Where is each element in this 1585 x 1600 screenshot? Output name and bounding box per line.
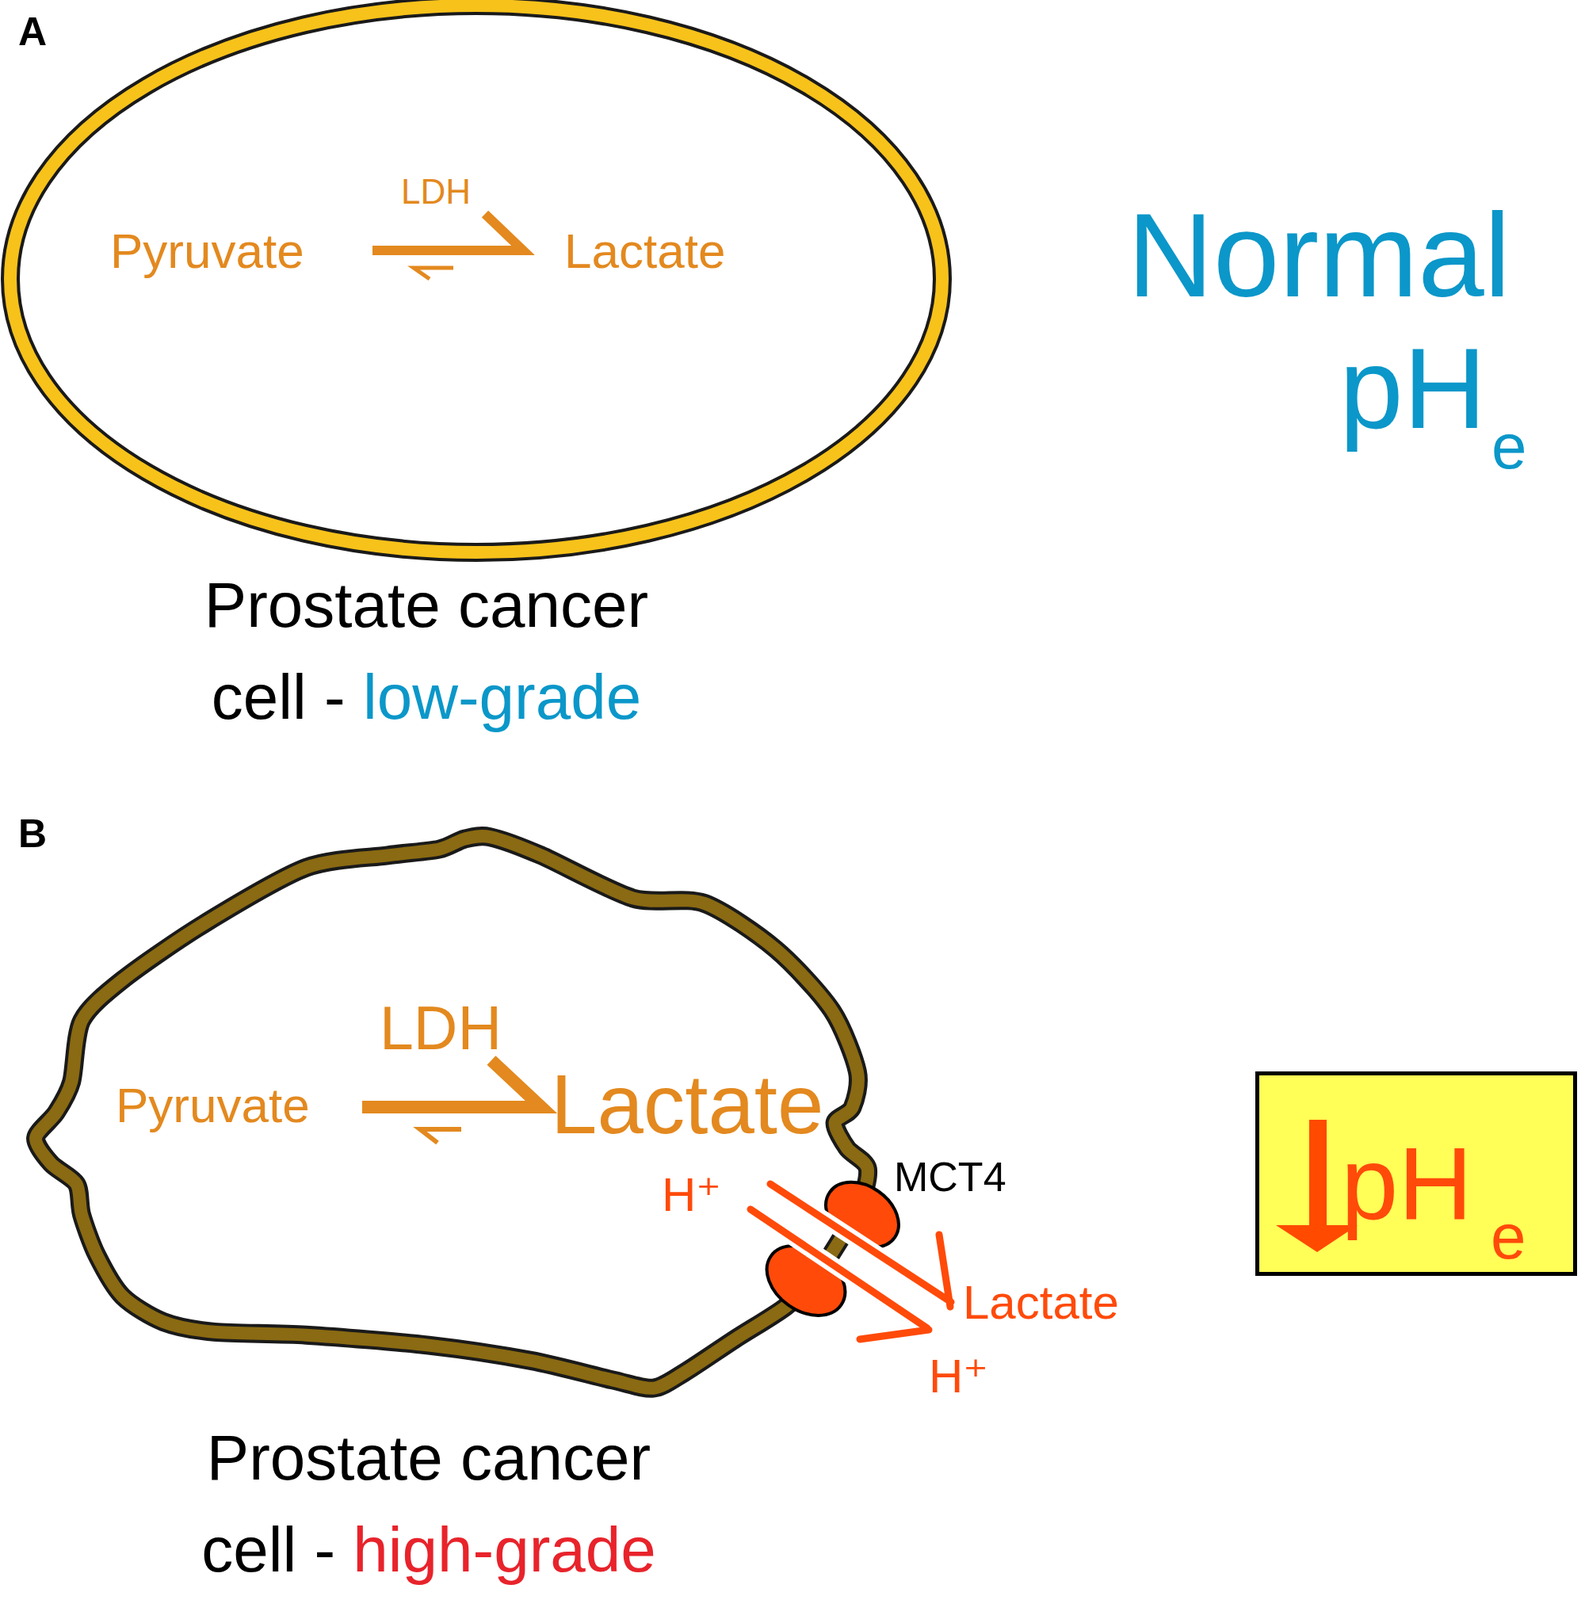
ph-status: Normal [1127, 195, 1511, 315]
ph-symbol: pH [1340, 1131, 1473, 1235]
metabolite-name: Lactate [962, 1279, 1120, 1327]
enzyme-name: LDH [401, 174, 471, 210]
down-arrow-shaft [1309, 1119, 1327, 1227]
ph-symbol: pH [1339, 331, 1486, 447]
panel-letter: B [18, 813, 47, 854]
transporter-name: MCT4 [893, 1156, 1007, 1198]
membrane-edge [35, 836, 868, 1389]
down-arrow-head [1275, 1225, 1358, 1253]
membrane-edge [10, 5, 943, 553]
transporter-protein: MCT4 [756, 1176, 908, 1320]
forward-arrow [362, 1060, 542, 1108]
metabolite-name: Pyruvate [115, 1080, 310, 1131]
metabolite-name: Pyruvate [110, 226, 305, 276]
ph-subscript: e [1490, 1205, 1527, 1269]
grade-label: high-grade [352, 1514, 657, 1585]
ph-box: pH e [1255, 1071, 1578, 1276]
membrane-band [10, 5, 943, 553]
outline-shape [0, 0, 953, 565]
membrane-band [35, 836, 868, 1389]
transport-arrow [750, 1209, 929, 1340]
grade-label: low-grade [362, 661, 642, 733]
outline-shape [756, 1176, 908, 1320]
metabolite-name: Lactate [564, 226, 726, 276]
transporter-subunit [753, 1231, 859, 1330]
caption-block: Prostate cancer cell -low-grade [180, 559, 673, 744]
ph-subscript: e [1491, 415, 1528, 479]
panel-letter: A [18, 11, 47, 52]
transport-arrow-outline [770, 1183, 951, 1307]
caption-block: Prostate cancer cell -high-grade [183, 1412, 675, 1597]
transport-arrow [770, 1183, 951, 1307]
metabolite-name: Lactate [550, 1062, 824, 1146]
reverse-arrow [420, 1129, 462, 1143]
proton-label: H⁺ [661, 1171, 722, 1219]
enzyme-name: LDH [379, 997, 502, 1059]
reverse-arrow [413, 267, 454, 279]
proton-label: H⁺ [928, 1352, 989, 1401]
cell-outline: Prostate cancer cell -low-grade [0, 0, 953, 565]
transport-arrow-outline [750, 1209, 929, 1340]
forward-arrow [372, 213, 524, 251]
